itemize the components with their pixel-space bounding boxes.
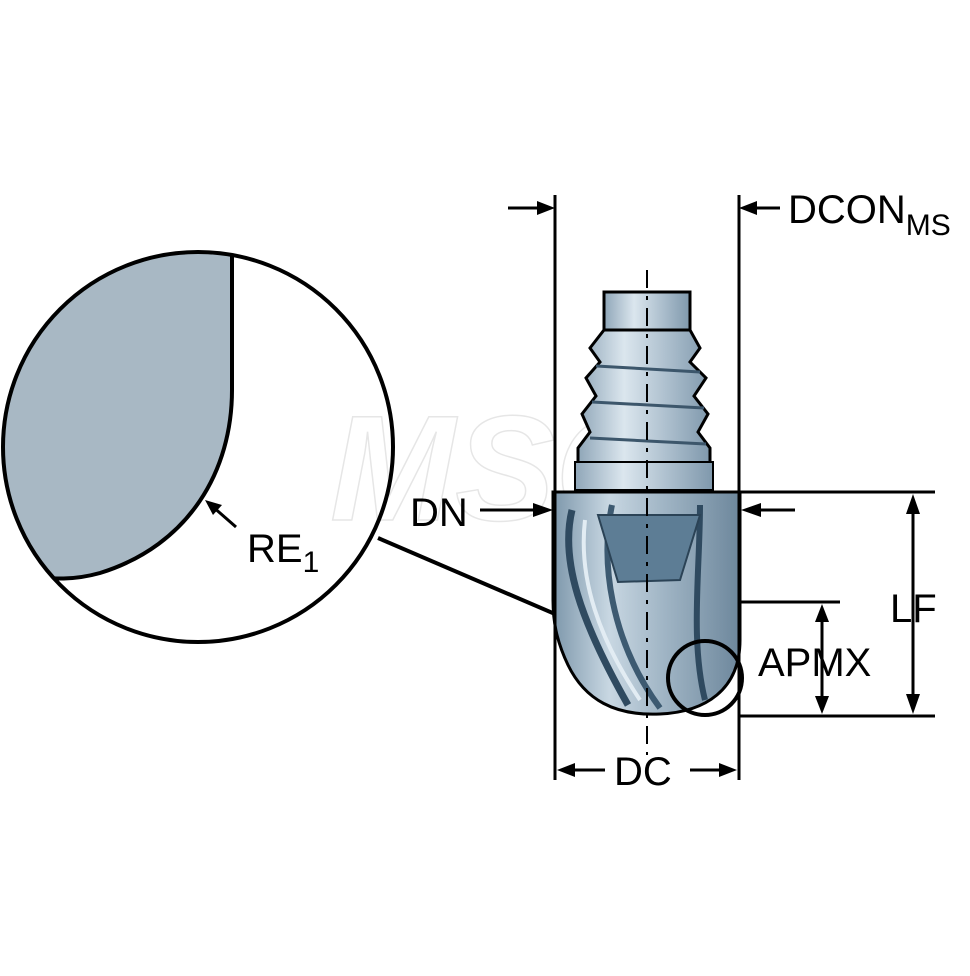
dn-label: DN <box>410 491 468 535</box>
lf-label: LF <box>890 587 937 631</box>
re-label: RE1 <box>247 527 319 579</box>
flute-highlight <box>581 519 642 702</box>
detail-circle <box>1 250 395 644</box>
flute-3 <box>693 504 708 701</box>
tool-shoulder <box>574 461 714 491</box>
apmx-label: APMX <box>758 641 871 685</box>
detail-callout-circle <box>666 639 744 717</box>
dimension-arrowheads <box>533 201 920 777</box>
tool-center-facet <box>596 514 702 584</box>
dcon-label: DCONMS <box>788 188 951 242</box>
flute-1 <box>565 509 632 707</box>
dc-label: DC <box>614 750 672 794</box>
detail-cutter-profile <box>3 252 234 581</box>
thread-grooves <box>589 364 707 446</box>
dimensions <box>480 195 935 780</box>
tool-thread <box>576 328 712 470</box>
re-arrowhead <box>205 500 222 515</box>
